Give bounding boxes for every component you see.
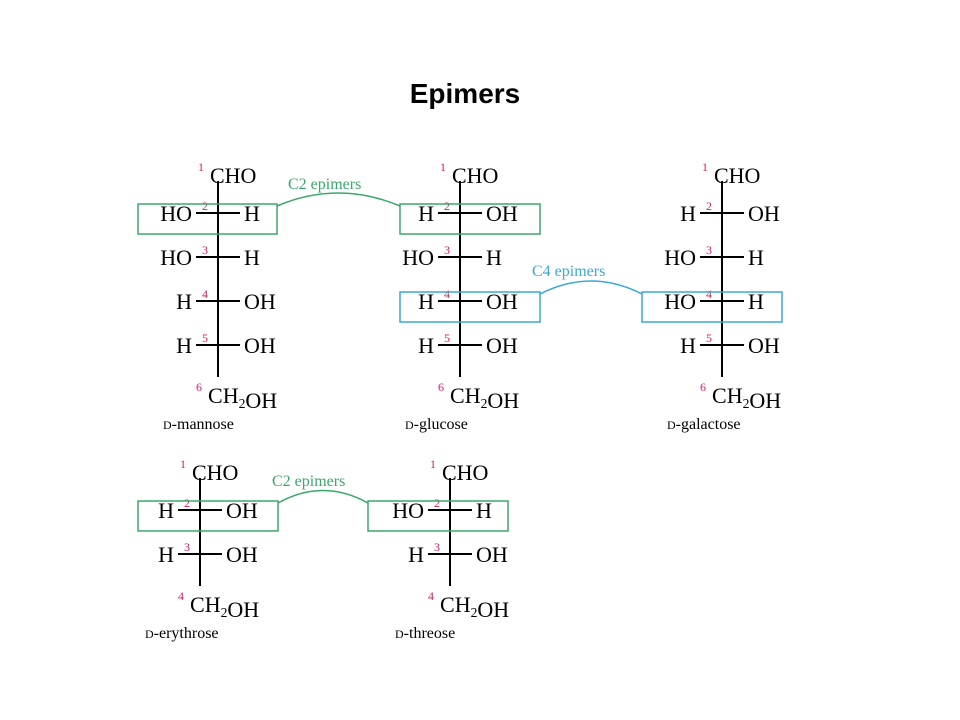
mannose-bottom-group: CH2OH (208, 383, 277, 413)
glucose-carbon-number: 1 (440, 160, 446, 174)
mannose-name: D-mannose (163, 416, 234, 433)
c2-box-mannose (137, 203, 278, 235)
erythrose-left-group: H (158, 498, 174, 523)
threose-right-group: OH (476, 542, 508, 567)
mannose-left-group: H (176, 289, 192, 314)
galactose-carbon-number: 2 (706, 199, 712, 213)
glucose-top-group: CHO (452, 163, 498, 188)
glucose-right-group: H (486, 245, 502, 270)
mannose-carbon-number: 6 (196, 380, 202, 394)
galactose-carbon-number: 3 (706, 243, 712, 257)
c4-label: C4 epimers (532, 263, 605, 280)
threose-bottom-group: CH2OH (440, 592, 509, 622)
galactose-carbon-number: 5 (706, 331, 712, 345)
mannose-left-group: H (176, 333, 192, 358)
galactose-right-group: H (748, 245, 764, 270)
mannose-right-group: H (244, 245, 260, 270)
page-title: Epimers (409, 78, 521, 109)
mannose-carbon-number: 5 (202, 331, 208, 345)
glucose-left-group: H (418, 333, 434, 358)
galactose-carbon-number: 6 (700, 380, 706, 394)
threose-carbon-number: 4 (428, 589, 434, 603)
mannose-carbon-number: 2 (202, 199, 208, 213)
c2-label-bottom: C2 epimers (272, 473, 345, 490)
mannose-left-group: HO (160, 201, 192, 226)
threose-name: D-threose (395, 625, 455, 642)
mannose-right-group: OH (244, 333, 276, 358)
glucose-right-group: OH (486, 289, 518, 314)
mannose-carbon-number: 3 (202, 243, 208, 257)
glucose-carbon-number: 5 (444, 331, 450, 345)
galactose-carbon-number: 4 (706, 287, 712, 301)
galactose-name: D-galactose (667, 416, 741, 433)
threose-carbon-number: 3 (434, 540, 440, 554)
erythrose-left-group: H (158, 542, 174, 567)
erythrose-carbon-number: 1 (180, 457, 186, 471)
glucose-bottom-group: CH2OH (450, 383, 519, 413)
c4-connector (539, 280, 643, 295)
threose-top-group: CHO (442, 460, 488, 485)
galactose-left-group: H (680, 201, 696, 226)
glucose-carbon-number: 3 (444, 243, 450, 257)
c2-label-top: C2 epimers (288, 176, 361, 193)
threose-right-group: H (476, 498, 492, 523)
galactose-left-group: H (680, 333, 696, 358)
mannose-top-group: CHO (210, 163, 256, 188)
erythrose-right-group: OH (226, 542, 258, 567)
mannose-carbon-number: 4 (202, 287, 208, 301)
erythrose-right-group: OH (226, 498, 258, 523)
glucose-carbon-number: 4 (444, 287, 450, 301)
erythrose-carbon-number: 4 (178, 589, 184, 603)
threose-carbon-number: 2 (434, 496, 440, 510)
mannose-right-group: H (244, 201, 260, 226)
galactose-carbon-number: 1 (702, 160, 708, 174)
galactose-left-group: HO (664, 245, 696, 270)
erythrose-carbon-number: 2 (184, 496, 190, 510)
glucose-right-group: OH (486, 333, 518, 358)
erythrose-name: D-erythrose (145, 625, 219, 642)
galactose-top-group: CHO (714, 163, 760, 188)
glucose-name: D-glucose (405, 416, 468, 433)
c2-box-threose (367, 500, 509, 532)
galactose-bottom-group: CH2OH (712, 383, 781, 413)
threose-carbon-number: 1 (430, 457, 436, 471)
glucose-left-group: H (418, 201, 434, 226)
c4-box-glucose (399, 291, 541, 323)
c2-connector-bottom (277, 489, 369, 504)
erythrose-top-group: CHO (192, 460, 238, 485)
c2-connector-top (276, 192, 401, 207)
glucose-left-group: H (418, 289, 434, 314)
glucose-right-group: OH (486, 201, 518, 226)
erythrose-carbon-number: 3 (184, 540, 190, 554)
galactose-left-group: HO (664, 289, 696, 314)
glucose-left-group: HO (402, 245, 434, 270)
threose-left-group: HO (392, 498, 424, 523)
mannose-left-group: HO (160, 245, 192, 270)
mannose-carbon-number: 1 (198, 160, 204, 174)
galactose-right-group: OH (748, 201, 780, 226)
mannose-right-group: OH (244, 289, 276, 314)
galactose-right-group: OH (748, 333, 780, 358)
glucose-carbon-number: 2 (444, 199, 450, 213)
glucose-carbon-number: 6 (438, 380, 444, 394)
c2-box-erythrose (137, 500, 279, 532)
c2-box-glucose (399, 203, 541, 235)
threose-left-group: H (408, 542, 424, 567)
erythrose-bottom-group: CH2OH (190, 592, 259, 622)
c4-box-galactose (641, 291, 783, 323)
galactose-right-group: H (748, 289, 764, 314)
